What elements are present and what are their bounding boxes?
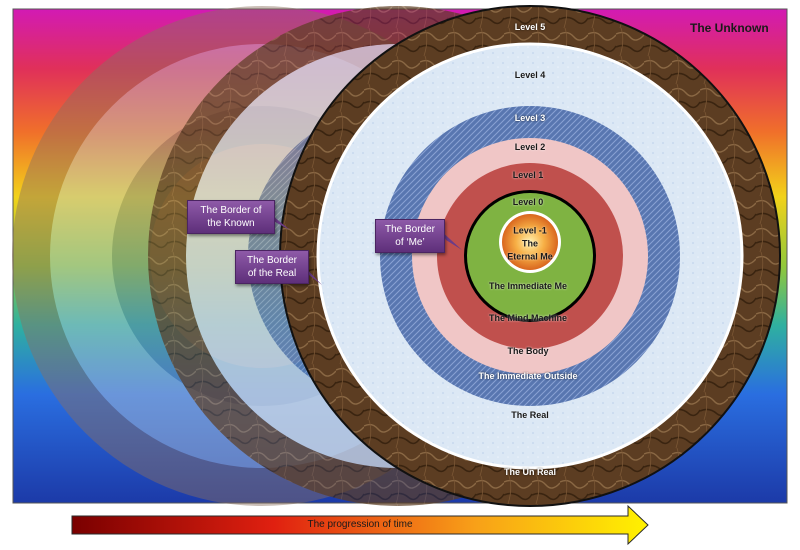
label-mind-machine: The Mind Machine — [488, 313, 568, 323]
label-level-3: Level 3 — [514, 113, 546, 123]
callout-pointer-me — [440, 230, 462, 250]
eternal-me-core — [502, 214, 558, 270]
callout-real-line1: The Border — [246, 255, 298, 266]
label-eternal-me-text: Eternal Me — [507, 251, 553, 262]
label-eternal-the: The — [521, 238, 539, 249]
label-level-0: Level 0 — [512, 197, 544, 207]
label-unreal: The Un Real — [503, 467, 557, 477]
callout-known-line2: the Known — [207, 218, 255, 229]
callout-border-real: The Border of the Real — [235, 250, 309, 284]
label-level-2: Level 2 — [514, 142, 546, 152]
callout-real-line2: of the Real — [247, 268, 297, 279]
title-unknown: The Unknown — [690, 21, 769, 35]
label-eternal-me: Level -1 The Eternal Me — [507, 225, 553, 264]
label-level-4: Level 4 — [514, 70, 546, 80]
callout-known-line1: The Border of — [200, 205, 262, 216]
label-level-minus-1: Level -1 — [513, 225, 547, 236]
main-circle — [279, 5, 781, 507]
callout-me-line2: of ‘Me’ — [395, 237, 425, 248]
callout-me-line1: The Border — [384, 224, 436, 235]
timeline-label: The progression of time — [307, 519, 413, 530]
label-immediate-me: The Immediate Me — [488, 281, 568, 291]
label-body: The Body — [507, 346, 549, 356]
label-level-5: Level 5 — [514, 22, 546, 32]
time-arrow — [71, 504, 649, 546]
callout-border-known: The Border of the Known — [187, 200, 275, 234]
label-level-1: Level 1 — [512, 170, 544, 180]
label-real: The Real — [511, 410, 549, 420]
callout-border-me: The Border of ‘Me’ — [375, 219, 445, 253]
label-immediate-outside: The Immediate Outside — [478, 371, 578, 381]
